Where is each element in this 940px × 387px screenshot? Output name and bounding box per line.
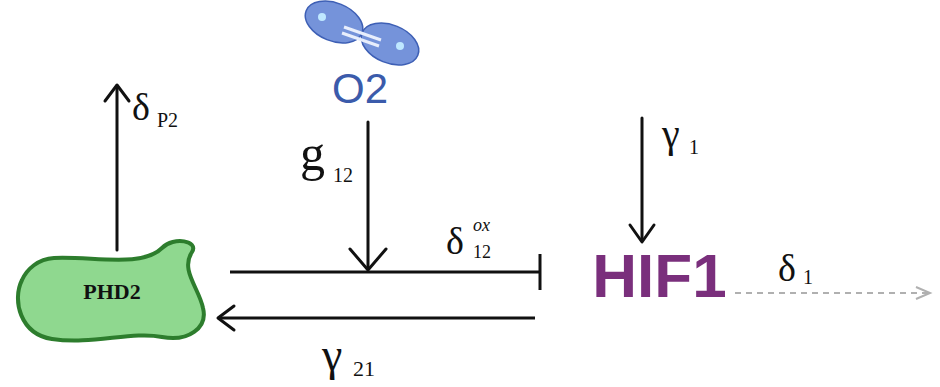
rate-superscript: ox	[473, 216, 490, 234]
rate-symbol: δ	[132, 88, 150, 126]
arrow-head	[630, 225, 654, 242]
protein-node: HIF1	[588, 244, 731, 308]
rate-subscript: P2	[157, 110, 178, 130]
oxygen-arrow	[367, 122, 370, 268]
atom-lobe	[355, 15, 425, 73]
reaction-arrow	[218, 317, 535, 320]
rate-symbol: γ	[322, 332, 342, 378]
node-label: HIF1	[592, 245, 726, 307]
rate-symbol: δ	[778, 249, 796, 287]
rate-symbol: δ	[446, 222, 464, 260]
rate-subscript: 21	[353, 358, 375, 380]
rate-symbol: δ	[446, 222, 464, 260]
rate-symbol: g	[300, 128, 325, 178]
enzyme-blob: PHD2	[12, 238, 212, 346]
rate-subscript: 12	[473, 243, 491, 261]
rate-symbol: g	[300, 128, 325, 178]
rate-symbol: δ	[132, 88, 150, 126]
rate-symbol: δ	[778, 249, 796, 287]
molecule-name: O2	[332, 68, 388, 110]
rate-subscript: P2	[157, 110, 178, 130]
oxygen-molecule	[299, 0, 425, 73]
blob-shape	[18, 241, 204, 340]
bond-line	[342, 33, 379, 46]
rate-superscript: ox	[473, 216, 490, 234]
inhibition-line	[230, 271, 540, 274]
arrow-head	[350, 249, 386, 270]
atom-highlight	[396, 42, 404, 50]
arrow-head	[916, 287, 930, 299]
rate-subscript: 1	[803, 267, 813, 287]
rate-subscript: 1	[689, 137, 699, 157]
rate-symbol: γ	[662, 114, 680, 154]
degradation-arrow	[116, 86, 119, 250]
production-arrow	[641, 118, 644, 240]
arrow-head	[105, 85, 129, 101]
rate-subscript: 1	[689, 137, 699, 157]
atom-lobe	[299, 0, 369, 51]
molecule-name: O2	[332, 68, 388, 110]
node-label: PHD2	[83, 281, 140, 303]
rate-subscript: 1	[803, 267, 813, 287]
rate-subscript: 21	[353, 358, 375, 380]
rate-symbol: γ	[662, 114, 680, 154]
decay-arrow	[735, 292, 928, 294]
rate-subscript: 12	[333, 165, 353, 185]
bond-line	[344, 27, 381, 40]
rate-subscript: 12	[333, 165, 353, 185]
rate-subscript: 12	[473, 243, 491, 261]
rate-symbol: γ	[322, 332, 342, 378]
atom-highlight	[318, 13, 326, 21]
